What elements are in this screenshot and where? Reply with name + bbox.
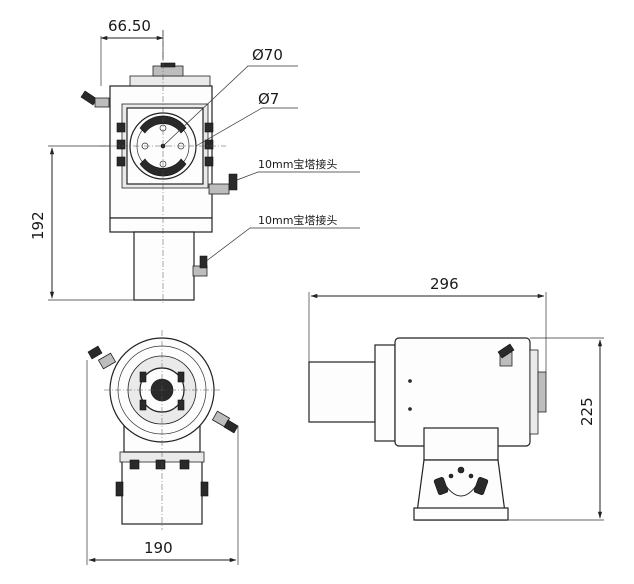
bottom-fitting-right <box>211 410 239 434</box>
bottom-dimensions: 190 <box>86 360 239 565</box>
bottom-view <box>87 330 239 530</box>
side-bracket-details <box>433 466 489 497</box>
side-rear-cap <box>529 349 539 435</box>
dim-side-length: 296 <box>430 275 459 293</box>
top-knob-tip <box>160 62 176 68</box>
lens-arc-top <box>139 115 187 134</box>
front-dimensions: 66.50 192 Ø70 Ø7 10mm宝塔接头 10mm宝塔接头 <box>29 17 360 301</box>
note-fitting-upper: 10mm宝塔接头 <box>258 157 337 171</box>
side-clips <box>116 122 214 167</box>
dim-side-height: 225 <box>578 397 596 426</box>
top-cap <box>129 75 211 87</box>
side-top-fitting <box>497 343 515 367</box>
fitting-lower-part <box>192 255 208 277</box>
dim-small-diameter: Ø7 <box>258 90 279 108</box>
housing-flange <box>109 217 213 233</box>
side-view <box>308 337 547 521</box>
top-knob <box>152 65 184 77</box>
side-dimensions: 296 225 <box>308 275 604 521</box>
side-front-cylinder <box>308 361 376 423</box>
note-fitting-lower: 10mm宝塔接头 <box>258 213 337 227</box>
fitting-upper-part <box>208 173 238 195</box>
bottom-fitting-left <box>87 345 117 370</box>
dim-top-width: 66.50 <box>108 17 151 35</box>
side-bracket-foot <box>413 507 509 521</box>
mount-clips <box>115 459 209 497</box>
front-view <box>80 30 238 305</box>
dim-bottom-width: 190 <box>144 539 173 557</box>
dim-large-diameter: Ø70 <box>252 46 283 64</box>
lower-cylinder <box>133 231 195 301</box>
round-housing-screws <box>139 371 185 411</box>
side-bracket-top <box>423 427 499 461</box>
lens-arc-bottom <box>139 158 187 177</box>
side-rear-knob <box>537 371 547 413</box>
fitting-left-part <box>80 90 110 108</box>
dim-front-height: 192 <box>29 211 47 240</box>
side-flange <box>374 344 396 442</box>
